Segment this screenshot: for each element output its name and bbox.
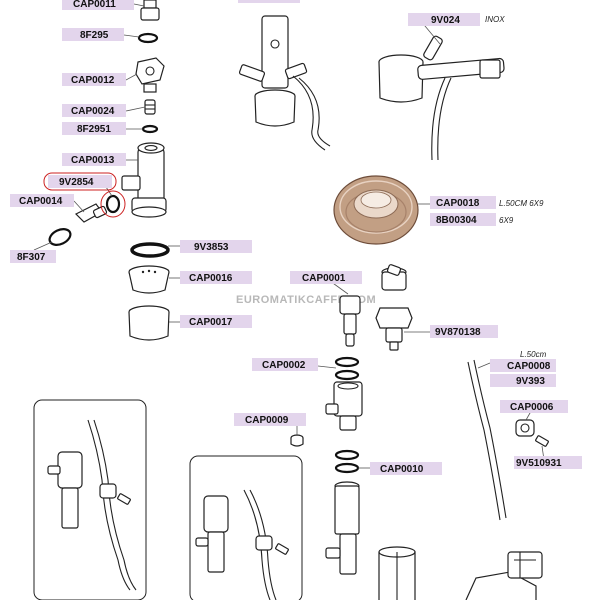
svg-text:8F307: 8F307 (17, 252, 46, 263)
svg-text:CAP0009: CAP0009 (245, 415, 289, 426)
label-cap0013: CAP0013 (62, 153, 126, 166)
highlight-9v2854-label (43, 172, 117, 191)
label-9v393: 9V393 (490, 374, 556, 387)
svg-text:CAP0006: CAP0006 (510, 402, 554, 413)
svg-text:CAP0013: CAP0013 (71, 155, 115, 166)
label-top-center-tag (238, 0, 300, 3)
svg-text:L.50CM 6X9: L.50CM 6X9 (499, 199, 544, 208)
svg-text:CAP0016: CAP0016 (189, 273, 233, 284)
part-9v024-assembly (378, 35, 505, 161)
svg-text:CAP0001: CAP0001 (302, 273, 346, 284)
label-9v2854: 9V2854 (48, 175, 112, 188)
part-cap0010-oring-b (334, 462, 360, 474)
label-cap0002: CAP0002 (252, 358, 318, 371)
label-8f2951: 8F2951 (62, 122, 126, 135)
svg-text:CAP0012: CAP0012 (71, 75, 115, 86)
svg-text:9V870138: 9V870138 (435, 327, 481, 338)
part-cap0016 (128, 265, 170, 294)
part-9v510931 (535, 435, 549, 447)
part-split-sleeve (378, 546, 416, 600)
svg-text:9V3853: 9V3853 (194, 242, 229, 253)
svg-text:CAP0024: CAP0024 (71, 106, 115, 117)
part-bottom-bracket (465, 551, 543, 600)
part-cap0001 (339, 295, 361, 347)
label-cap0016: CAP0016 (180, 271, 252, 284)
label-cap0014: CAP0014 (10, 194, 74, 207)
label-9v3853: 9V3853 (180, 240, 252, 253)
label-9v510931: 9V510931 (514, 456, 582, 469)
svg-text:9V024: 9V024 (431, 15, 460, 26)
svg-text:INOX: INOX (485, 15, 505, 24)
part-cap0017 (128, 305, 170, 341)
svg-text:8F2951: 8F2951 (77, 124, 111, 135)
label-8f307: 8F307 (10, 250, 56, 263)
part-cap0012 (135, 57, 165, 93)
svg-text:CAP0010: CAP0010 (380, 464, 424, 475)
label-cap0018: CAP0018 L.50CM 6X9 (430, 196, 544, 209)
label-cap0010: CAP0010 (370, 462, 442, 475)
inset-box-left (33, 399, 147, 600)
svg-text:CAP0008: CAP0008 (507, 361, 551, 372)
part-cap0002-oring-a (334, 356, 360, 368)
part-cap0006 (515, 419, 535, 437)
part-9v870138 (375, 264, 413, 351)
label-cap0011: CAP0011 (62, 0, 134, 10)
part-8f295-oring (137, 32, 159, 44)
svg-text:L.50cm: L.50cm (520, 350, 547, 359)
label-8b00304: 8B00304 6X9 (430, 213, 514, 226)
highlight-9v2854-part (100, 190, 126, 218)
part-cap0014 (74, 203, 108, 223)
part-hose-coil (333, 175, 419, 245)
label-9v870138: 9V870138 (430, 325, 498, 338)
part-valve-body (325, 381, 363, 431)
svg-text:9V393: 9V393 (516, 376, 545, 387)
svg-text:8F295: 8F295 (80, 30, 109, 41)
part-cap0002-oring-b (334, 369, 360, 381)
label-cap0024: CAP0024 (62, 104, 126, 117)
inset-box-right (189, 455, 303, 600)
part-8f2951-oring (141, 124, 159, 134)
svg-text:CAP0011: CAP0011 (73, 0, 116, 10)
label-cap0012: CAP0012 (62, 73, 126, 86)
label-8f295: 8F295 (62, 28, 124, 41)
part-cap0008-tube (467, 361, 501, 521)
part-cap0010-oring-a (334, 449, 360, 461)
label-cap0001: CAP0001 (290, 271, 362, 284)
svg-text:CAP0018: CAP0018 (436, 198, 480, 209)
part-cap0009 (290, 434, 304, 447)
svg-text:9V510931: 9V510931 (516, 458, 562, 469)
label-cap0009: CAP0009 (234, 413, 306, 426)
svg-text:CAP0014: CAP0014 (19, 196, 63, 207)
part-cap0024 (144, 99, 156, 115)
part-9v2854-washer (105, 194, 121, 214)
svg-text:CAP0017: CAP0017 (189, 317, 233, 328)
svg-text:6X9: 6X9 (499, 216, 514, 225)
label-9v024: 9V024 INOX (408, 13, 505, 26)
svg-text:CAP0002: CAP0002 (262, 360, 306, 371)
part-8f307-oring (48, 228, 72, 246)
svg-text:9V2854: 9V2854 (59, 177, 94, 188)
part-top-center-assembly (238, 15, 331, 151)
svg-text:8B00304: 8B00304 (436, 215, 477, 226)
part-cap0013 (121, 142, 167, 218)
part-9v3853-gasket (130, 242, 170, 258)
part-cap0011 (140, 0, 160, 21)
part-lower-body (325, 481, 360, 575)
label-cap0017: CAP0017 (180, 315, 252, 328)
label-cap0006: CAP0006 (500, 400, 568, 413)
